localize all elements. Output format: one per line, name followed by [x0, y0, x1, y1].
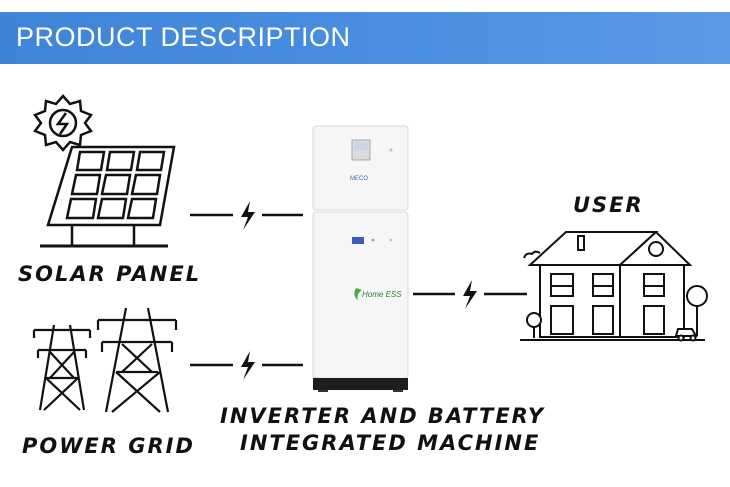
- device-series-label: Home ESS: [362, 290, 402, 299]
- power-grid-towers-icon: [32, 307, 178, 413]
- lightning-icon: [241, 201, 255, 230]
- connector-solar: [190, 201, 303, 230]
- battery-indicator: [352, 237, 364, 244]
- page-title: PRODUCT DESCRIPTION: [16, 22, 351, 52]
- lightning-icon: [463, 280, 477, 309]
- sun-icon: [33, 94, 93, 152]
- user-label: USER: [573, 193, 644, 217]
- machine-label-line1: INVERTER AND BATTERY: [220, 404, 546, 428]
- device-brand-logo: MECO: [350, 176, 368, 182]
- leaf-icon: [354, 288, 362, 300]
- power-grid-label: POWER GRID: [22, 434, 195, 458]
- solar-panel-label: SOLAR PANEL: [18, 262, 202, 286]
- connector-user: [413, 280, 527, 309]
- solar-panel-icon: [40, 145, 176, 248]
- machine-label-line2: INTEGRATED MACHINE: [240, 431, 541, 455]
- device-base: [313, 378, 408, 390]
- house-icon: [520, 230, 708, 342]
- inverter-battery-machine: [312, 125, 409, 392]
- connector-grid: [190, 351, 303, 380]
- header-banner: PRODUCT DESCRIPTION: [0, 12, 730, 64]
- lightning-icon: [241, 351, 255, 380]
